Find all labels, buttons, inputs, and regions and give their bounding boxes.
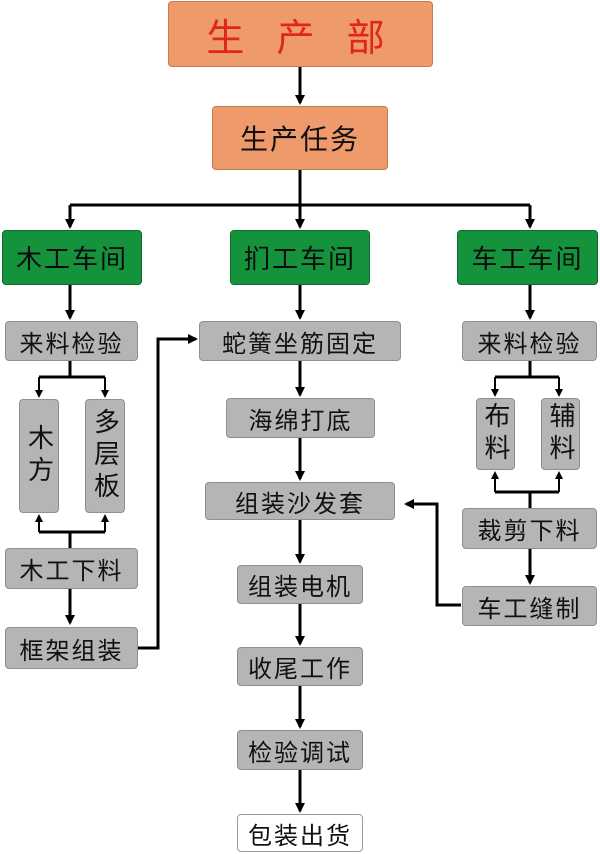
sewing-cutting-node: 裁剪下料 (462, 508, 597, 549)
sofa-cover-label: 组装沙发套 (235, 489, 365, 518)
wood-cutting-label: 木工下料 (19, 557, 124, 585)
sewing-workshop-node: 车工车间 (457, 230, 598, 285)
wood-workshop-node: 木工车间 (2, 230, 142, 285)
inspection-test-label: 检验调试 (248, 738, 352, 767)
plywood-label: 多层板 (89, 408, 120, 504)
sofa-cover-node: 组装沙发套 (205, 482, 395, 520)
packing-shipping-node: 包装出货 (237, 814, 363, 852)
wood-inspect-node: 来料检验 (5, 321, 138, 361)
accessory-node: 辅料 (541, 398, 580, 470)
motor-assembly-label: 组装电机 (248, 573, 352, 601)
frame-assembly-label: 框架组装 (19, 636, 124, 665)
packing-shipping-label: 包装出货 (248, 821, 352, 850)
foam-base-node: 海绵打底 (226, 398, 375, 438)
finishing-label: 收尾工作 (248, 655, 352, 683)
upholstery-workshop-label: 扪工车间 (243, 245, 356, 275)
accessory-label: 辅料 (545, 402, 575, 466)
motor-assembly-node: 组装电机 (237, 565, 363, 604)
finishing-node: 收尾工作 (237, 647, 363, 686)
spring-fixing-node: 蛇簧坐筋固定 (199, 321, 401, 361)
foam-base-label: 海绵打底 (248, 406, 353, 435)
sewing-workshop-label: 车工车间 (471, 245, 584, 275)
plywood-node: 多层板 (85, 399, 125, 513)
wood-cutting-node: 木工下料 (5, 548, 138, 589)
production-task-label: 生产任务 (239, 123, 360, 156)
department-node: 生 产 部 (168, 1, 433, 67)
wood-workshop-label: 木工车间 (15, 245, 128, 275)
fabric-node: 布料 (476, 398, 515, 470)
inspection-test-node: 检验调试 (237, 730, 363, 770)
timber-node: 木方 (19, 399, 59, 513)
timber-label: 木方 (23, 424, 54, 488)
arrow-frame-to-spring (138, 334, 198, 650)
production-task-node: 生产任务 (212, 106, 388, 170)
stitching-label: 车工缝制 (477, 594, 582, 623)
arrow-stitch-to-cover (404, 499, 461, 607)
sewing-inspect-node: 来料检验 (462, 321, 597, 361)
fabric-label: 布料 (480, 402, 510, 466)
department-label: 生 产 部 (206, 15, 395, 60)
sewing-cutting-label: 裁剪下料 (477, 517, 582, 545)
sewing-inspect-label: 来料检验 (477, 329, 582, 358)
stitching-node: 车工缝制 (462, 586, 597, 626)
wood-inspect-label: 来料检验 (19, 329, 124, 358)
frame-assembly-node: 框架组装 (5, 627, 138, 669)
spring-fixing-label: 蛇簧坐筋固定 (222, 329, 378, 358)
upholstery-workshop-node: 扪工车间 (230, 230, 370, 285)
